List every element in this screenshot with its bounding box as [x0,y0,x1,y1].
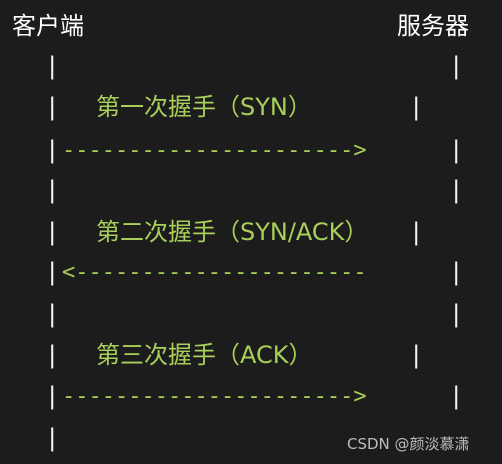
client-lifeline-segment: | [45,300,60,328]
client-lifeline-segment: | [45,176,60,204]
client-lifeline-segment: | [45,93,60,121]
server-lifeline-segment: | [449,52,464,80]
step-3-right-bar: | [409,341,424,369]
client-lifeline-segment: | [45,136,60,164]
client-lifeline-segment: | [45,52,60,80]
step-1-label: 第一次握手（SYN） [96,93,312,121]
server-lifeline-segment: | [449,258,464,286]
server-label: 服务器 [397,12,469,40]
step-2-arrow: <---------------------- [62,260,367,285]
step-3-label: 第三次握手（ACK） [96,341,313,369]
step-2-right-bar: | [409,218,424,246]
step-3-arrow: ----------------------> [62,384,367,409]
server-lifeline-segment: | [449,300,464,328]
client-lifeline-segment: | [45,424,60,452]
server-lifeline-segment: | [449,136,464,164]
client-label: 客户端 [12,12,84,40]
client-lifeline-segment: | [45,218,60,246]
client-lifeline-segment: | [45,341,60,369]
server-lifeline-segment: | [449,176,464,204]
step-1-arrow: ----------------------> [62,138,367,163]
watermark: CSDN @颜淡慕潇 [347,435,470,453]
step-2-label: 第二次握手（SYN/ACK） [96,218,369,246]
client-lifeline-segment: | [45,258,60,286]
server-lifeline-segment: | [449,382,464,410]
step-1-right-bar: | [409,93,424,121]
client-lifeline-segment: | [45,382,60,410]
